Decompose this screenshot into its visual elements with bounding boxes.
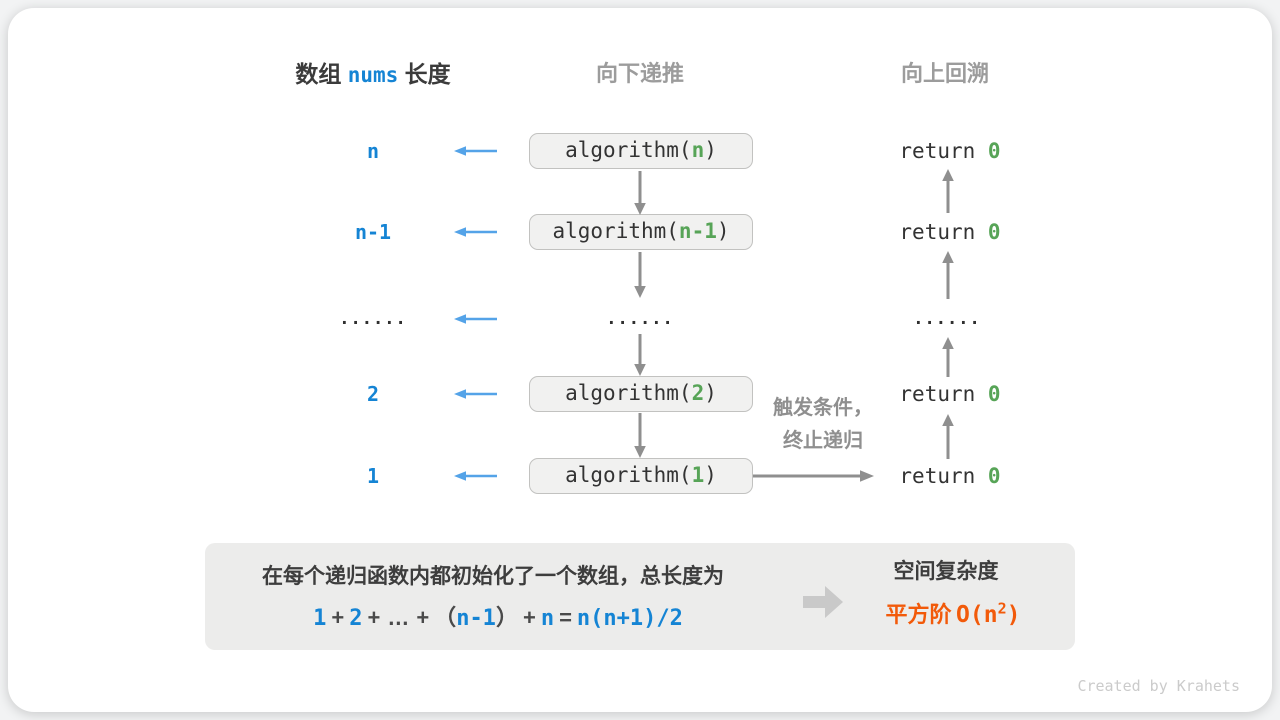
call-arg: 2 [691, 381, 705, 405]
backtrack-up-arrow-icon [941, 414, 955, 459]
formula-ellipsis: … [387, 605, 410, 630]
call-arg: 1 [691, 463, 705, 487]
call-suffix: ) [704, 381, 717, 405]
call-prefix: algorithm( [565, 381, 692, 405]
length-label-n: n [366, 139, 380, 163]
left-arrow-icon [453, 145, 499, 157]
order-name: 平方阶 [885, 602, 952, 627]
return-keyword: return [899, 382, 988, 406]
call-box-1: algorithm(1) [529, 458, 753, 494]
return-statement: return 0 [899, 464, 1000, 488]
call-prefix: algorithm( [552, 219, 679, 243]
return-value: 0 [987, 382, 1001, 406]
call-box-2: algorithm(2) [529, 376, 753, 412]
formula-plus: + [367, 605, 381, 630]
terminate-right-arrow-icon [753, 469, 875, 483]
trigger-note: 触发条件， 终止递归 [773, 392, 873, 458]
call-box-n: algorithm(n) [529, 133, 753, 169]
formula-plus: + [331, 605, 345, 630]
summary-panel [205, 543, 1075, 650]
return-value: 0 [987, 139, 1001, 163]
return-value: 0 [987, 220, 1001, 244]
space-complexity-title: 空间复杂度 [893, 560, 999, 583]
big-o-notation: O(n2) [956, 599, 1021, 628]
summary-formula: 1+2+…+（n-1）+n=n(n+1)/2 [313, 600, 683, 632]
length-label-n-1: n-1 [354, 220, 392, 244]
return-statement: return 0 [899, 382, 1000, 406]
return-keyword: return [899, 139, 988, 163]
call-prefix: algorithm( [565, 463, 692, 487]
trigger-line1: 触发条件， [773, 397, 873, 419]
summary-text: 在每个递归函数内都初始化了一个数组，总长度为 [262, 565, 724, 588]
return-statement: return 0 [899, 139, 1000, 163]
formula-plus: + [416, 605, 430, 630]
left-arrow-icon [453, 388, 499, 400]
watermark-credit: Created by Krahets [1077, 677, 1240, 695]
implies-block-arrow-icon [803, 586, 843, 618]
length-label-dots: ...... [339, 309, 407, 329]
header-array-suffix: 长度 [404, 61, 451, 87]
big-o-exponent: 2 [997, 599, 1007, 618]
return-keyword: return [899, 464, 988, 488]
formula-term-n-1: n-1 [456, 606, 496, 631]
formula-result: n(n+1)/2 [576, 606, 683, 631]
header-recurse-down: 向下递推 [595, 61, 685, 86]
formula-equals: = [559, 605, 572, 630]
header-array-length: 数组 nums 长度 [295, 55, 450, 89]
recurse-down-arrow-icon [633, 171, 647, 215]
backtrack-up-arrow-icon [941, 169, 955, 213]
formula-plus: + [522, 605, 536, 630]
backtrack-up-arrow-icon [941, 251, 955, 299]
return-dots: ...... [913, 309, 981, 329]
call-box-n-1: algorithm(n-1) [529, 214, 753, 250]
call-suffix: ) [704, 463, 717, 487]
call-dots: ...... [606, 309, 674, 329]
call-arg: n [691, 138, 705, 162]
length-label-1: 1 [366, 464, 380, 488]
left-arrow-icon [453, 313, 499, 325]
return-value: 0 [987, 464, 1001, 488]
formula-term-n: n [540, 606, 555, 631]
formula-close-paren: ） [495, 605, 518, 630]
header-array-var: nums [347, 63, 399, 87]
recurse-down-arrow-icon [633, 252, 647, 298]
header-array-prefix: 数组 [295, 61, 342, 87]
formula-term-2: 2 [349, 606, 363, 631]
recurse-down-arrow-icon [633, 334, 647, 376]
left-arrow-icon [453, 226, 499, 238]
call-suffix: ) [704, 138, 717, 162]
trigger-line2: 终止递归 [783, 430, 863, 452]
formula-open-paren: （ [434, 605, 457, 630]
space-complexity-result: 平方阶 O(n2) [886, 597, 1021, 629]
call-prefix: algorithm( [565, 138, 692, 162]
call-suffix: ) [716, 219, 730, 243]
formula-term-1: 1 [313, 606, 327, 631]
recurse-down-arrow-icon [633, 413, 647, 458]
return-statement: return 0 [899, 220, 1000, 244]
return-keyword: return [899, 220, 988, 244]
header-backtrack-up: 向上回溯 [900, 61, 990, 86]
call-arg: n-1 [678, 219, 717, 243]
backtrack-up-arrow-icon [941, 337, 955, 377]
length-label-2: 2 [366, 382, 380, 406]
left-arrow-icon [453, 470, 499, 482]
